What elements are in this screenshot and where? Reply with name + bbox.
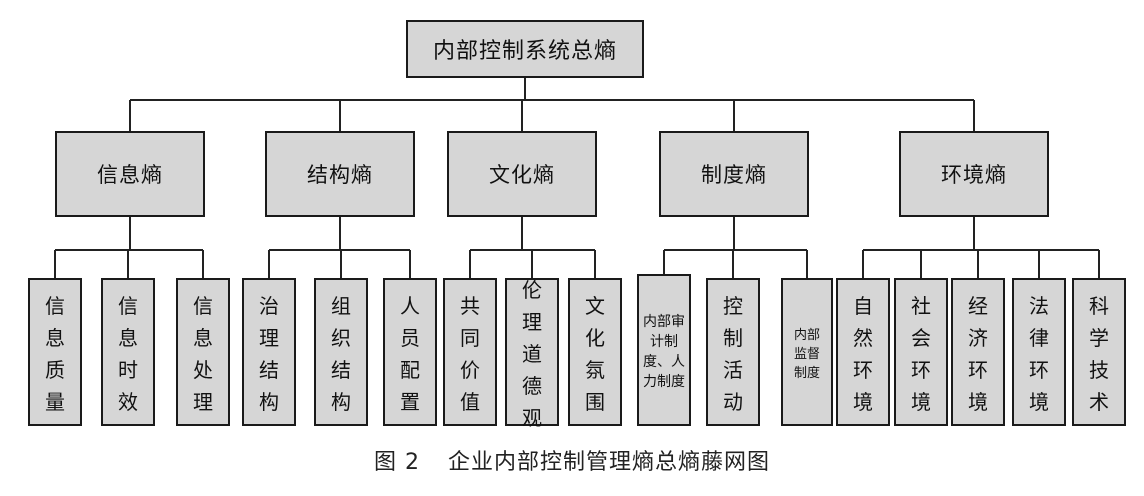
category-label: 信息熵 bbox=[97, 163, 163, 187]
leaf-label: 法律环境 bbox=[1029, 294, 1049, 414]
leaf-label: 伦理道德观 bbox=[522, 278, 542, 430]
leaf-label: 人员配置 bbox=[400, 294, 420, 414]
leaf-node: 人员配置 bbox=[383, 278, 437, 426]
leaf-label: 信息处理 bbox=[193, 294, 213, 414]
category-label: 制度熵 bbox=[701, 163, 767, 187]
leaf-label: 经济环境 bbox=[968, 294, 988, 414]
leaf-node: 治理结构 bbox=[242, 278, 296, 426]
leaf-label: 信息质量 bbox=[45, 294, 65, 414]
root-node: 内部控制系统总熵 bbox=[406, 20, 644, 78]
leaf-node: 信息处理 bbox=[176, 278, 230, 426]
leaf-node: 社会环境 bbox=[894, 278, 948, 426]
category-label: 文化熵 bbox=[489, 163, 555, 187]
figure-caption: 图 2 企业内部控制管理熵总熵藤网图 bbox=[0, 444, 1144, 476]
category-node-system: 制度熵 bbox=[659, 131, 809, 217]
leaf-label: 内部监督制度 bbox=[793, 327, 820, 381]
figure-number: 图 2 bbox=[373, 450, 420, 475]
root-node-label: 内部控制系统总熵 bbox=[432, 39, 617, 64]
category-node-culture: 文化熵 bbox=[447, 131, 597, 217]
leaf-node: 经济环境 bbox=[951, 278, 1005, 426]
leaf-node: 信息时效 bbox=[101, 278, 155, 426]
leaf-node: 文化氛围 bbox=[568, 278, 622, 426]
leaf-label: 共同价值 bbox=[460, 294, 480, 414]
leaf-label: 信息时效 bbox=[118, 294, 138, 414]
leaf-node: 内部监督制度 bbox=[781, 278, 833, 426]
leaf-label: 内部审计制度、人力制度 bbox=[642, 314, 685, 390]
leaf-node: 共同价值 bbox=[443, 278, 497, 426]
connector-lines bbox=[54, 78, 1100, 278]
leaf-label: 控制活动 bbox=[723, 294, 743, 414]
category-node-structure: 结构熵 bbox=[265, 131, 415, 217]
category-node-environment: 环境熵 bbox=[899, 131, 1049, 217]
leaf-node: 科学技术 bbox=[1072, 278, 1126, 426]
leaf-node: 伦理道德观 bbox=[505, 278, 559, 430]
leaf-node: 信息质量 bbox=[28, 278, 82, 426]
leaf-label: 自然环境 bbox=[853, 294, 873, 414]
leaf-node: 控制活动 bbox=[706, 278, 760, 426]
figure-title: 企业内部控制管理熵总熵藤网图 bbox=[447, 450, 770, 475]
category-label: 环境熵 bbox=[941, 163, 1007, 187]
leaf-node: 组织结构 bbox=[314, 278, 368, 426]
category-label: 结构熵 bbox=[307, 163, 373, 187]
leaf-label: 社会环境 bbox=[911, 294, 931, 414]
leaf-node: 内部审计制度、人力制度 bbox=[637, 274, 691, 426]
leaf-label: 治理结构 bbox=[259, 294, 279, 414]
leaf-label: 科学技术 bbox=[1089, 294, 1109, 414]
leaf-node: 自然环境 bbox=[836, 278, 890, 426]
leaf-node: 法律环境 bbox=[1012, 278, 1066, 426]
leaf-label: 文化氛围 bbox=[585, 294, 605, 414]
leaf-label: 组织结构 bbox=[331, 294, 351, 414]
category-node-information: 信息熵 bbox=[55, 131, 205, 217]
